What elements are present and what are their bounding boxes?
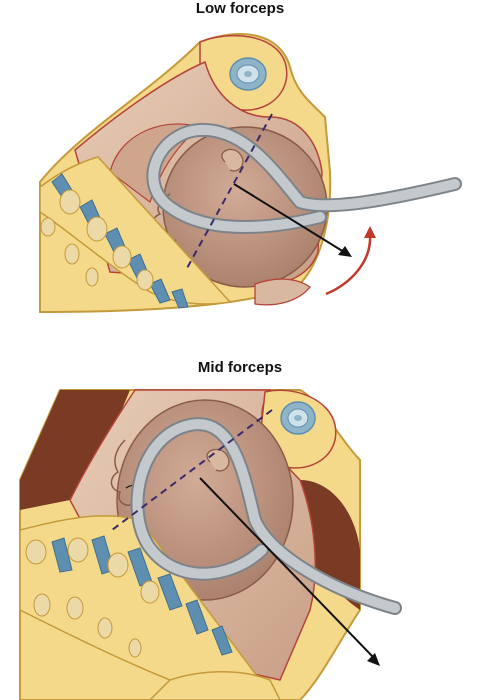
vertebral-bodies xyxy=(59,189,154,291)
mid-forceps-illustration xyxy=(0,380,480,700)
curved-arrow-icon xyxy=(325,226,376,296)
arrow-icon xyxy=(199,477,380,666)
arrow-icon xyxy=(233,183,352,257)
vertebrae xyxy=(51,535,233,656)
low-forceps-illustration xyxy=(0,22,480,322)
head-plane-line xyxy=(185,113,273,271)
perineum xyxy=(148,671,281,700)
coccyx-segments xyxy=(33,593,142,658)
coccyx-segments xyxy=(40,217,99,287)
panel-title-mid-forceps: Mid forceps xyxy=(197,359,283,376)
vertebral-bodies xyxy=(25,537,160,604)
sacrum xyxy=(39,156,232,305)
forceps-instrument xyxy=(146,122,462,234)
low-forceps-svg xyxy=(39,33,462,314)
dark-tissue xyxy=(20,390,130,510)
forceps-instrument xyxy=(130,417,402,615)
bladder-icon xyxy=(229,57,267,91)
perineum xyxy=(254,278,311,306)
bladder-icon xyxy=(280,401,316,435)
fetal-ear xyxy=(221,148,244,172)
mid-forceps-svg xyxy=(19,389,402,700)
head-plane-line xyxy=(111,409,273,531)
dark-tissue-right xyxy=(300,480,360,610)
panel-title-low-forceps: Low forceps xyxy=(195,0,285,17)
